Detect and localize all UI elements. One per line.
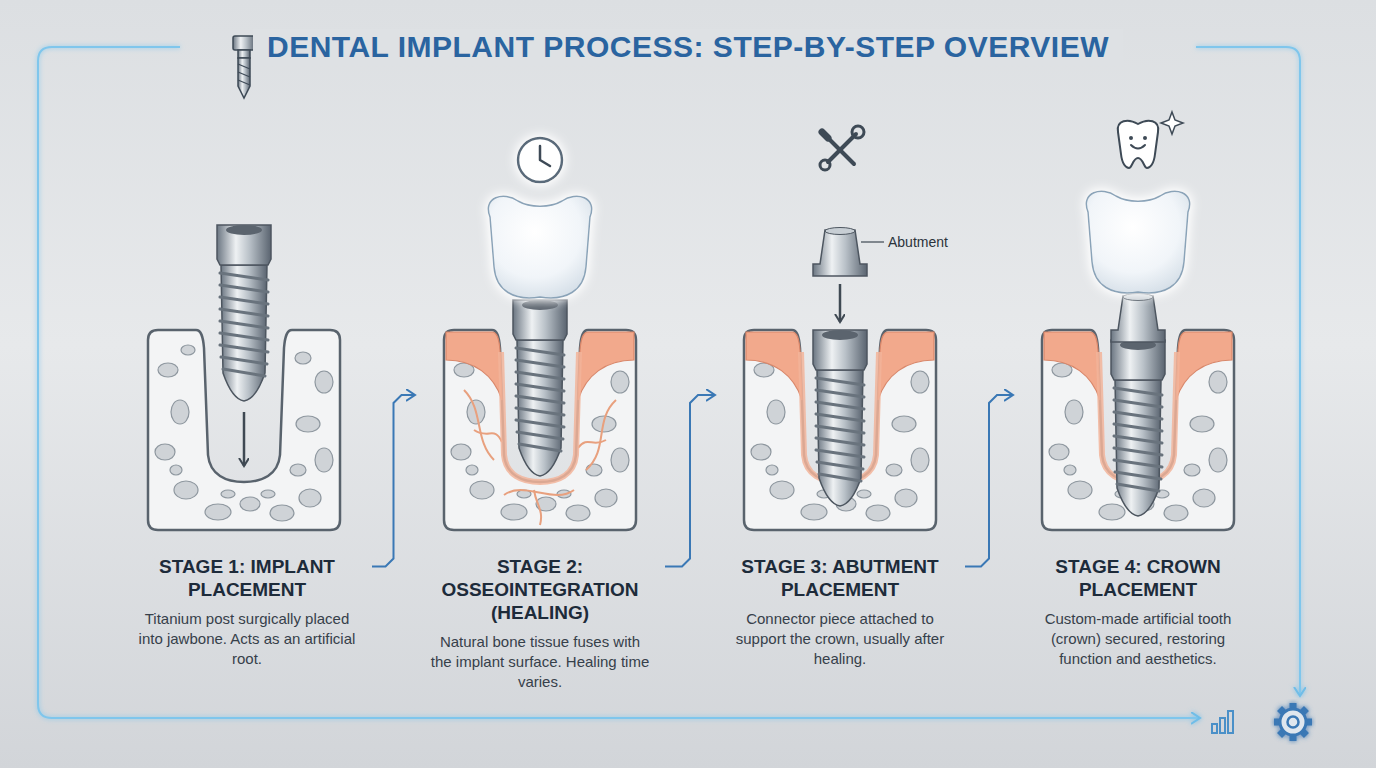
tools-icon xyxy=(820,160,830,170)
bar-chart-icon xyxy=(1212,724,1217,733)
clock-icon xyxy=(540,146,550,166)
drill-icon xyxy=(233,36,255,98)
stage-column: STAGE 4: CROWN PLACEMENT Custom-made arti… xyxy=(1013,80,1263,669)
happy-tooth-icon xyxy=(1118,121,1158,168)
implant-post xyxy=(513,300,567,476)
stage-two-illustration xyxy=(444,138,636,530)
stage-column: STAGE 3: ABUTMENT PLACEMENT Connector pie… xyxy=(715,80,965,669)
implant-post xyxy=(217,225,271,401)
tools-icon xyxy=(852,126,864,138)
connector-arrow xyxy=(372,395,415,567)
drill-icon xyxy=(238,64,250,85)
leader-line xyxy=(861,241,884,242)
connector-arrow xyxy=(965,395,1013,567)
outer-frame xyxy=(38,47,1200,718)
stage-heading: STAGE 4: CROWN PLACEMENT xyxy=(1013,555,1263,601)
happy-tooth-icon xyxy=(1131,145,1145,149)
illustration-slot xyxy=(715,80,965,555)
implant-post xyxy=(813,330,867,506)
stage-heading: STAGE 2: OSSEOINTEGRATION (HEALING) xyxy=(415,555,665,624)
happy-tooth-icon xyxy=(1129,136,1133,140)
connector-group xyxy=(372,395,1013,567)
bar-chart-icon xyxy=(1212,711,1233,733)
gear-icon xyxy=(1288,717,1299,728)
bar-chart-icon xyxy=(1228,711,1233,733)
stage-three-illustration xyxy=(744,126,936,530)
label-holder: Abutment xyxy=(888,233,948,251)
gear-icon xyxy=(1274,703,1312,741)
tools-icon xyxy=(820,126,864,170)
bone-fusion-fibers xyxy=(474,430,502,442)
tools-icon xyxy=(822,132,828,138)
diagram-title: DENTAL IMPLANT PROCESS: STEP-BY-STEP OVE… xyxy=(253,29,1123,65)
jawbone-block xyxy=(1042,330,1234,530)
insertion-arrow xyxy=(243,412,246,466)
stage-column: STAGE 1: IMPLANT PLACEMENT Titanium post … xyxy=(122,80,372,669)
title-bar: DENTAL IMPLANT PROCESS: STEP-BY-STEP OVE… xyxy=(0,29,1376,65)
stage-one-illustration xyxy=(148,36,340,530)
stage-heading: STAGE 1: IMPLANT PLACEMENT xyxy=(122,555,372,601)
happy-tooth-icon xyxy=(1143,136,1147,140)
stage-description: Connector piece attached to support the … xyxy=(730,609,950,669)
drill-icon xyxy=(233,36,255,50)
part-label: Abutment xyxy=(888,233,948,251)
tools-icon xyxy=(828,134,856,162)
drill-icon xyxy=(238,58,250,98)
stage-description: Custom-made artificial tooth (crown) sec… xyxy=(1028,609,1248,669)
crown-tooth xyxy=(488,196,591,298)
bone-fusion-fibers xyxy=(534,490,541,525)
implant-post xyxy=(1111,340,1165,516)
insertion-arrow xyxy=(839,284,842,322)
stage-heading: STAGE 3: ABUTMENT PLACEMENT xyxy=(715,555,965,601)
illustration-slot xyxy=(415,80,665,555)
illustration-slot xyxy=(122,80,372,555)
outer-frame xyxy=(38,47,1300,718)
bone-fusion-fibers xyxy=(504,490,574,495)
gear-icon xyxy=(1280,709,1306,735)
stage-column: STAGE 2: OSSEOINTEGRATION (HEALING) Natur… xyxy=(415,80,665,692)
illustration-slot xyxy=(1013,80,1263,555)
happy-tooth-icon xyxy=(1118,121,1158,168)
clock-icon xyxy=(518,138,562,182)
abutment-piece xyxy=(813,228,867,277)
stage-four-illustration xyxy=(1042,112,1234,530)
sparkle-icon xyxy=(1161,112,1183,134)
drill-icon xyxy=(238,50,250,58)
abutment-piece xyxy=(1111,294,1165,343)
stage-description: Natural bone tissue fuses with the impla… xyxy=(430,632,650,692)
jawbone-block xyxy=(744,330,936,530)
bar-chart-icon xyxy=(1220,718,1225,733)
stage-description: Titanium post surgically placed into jaw… xyxy=(137,609,357,669)
clock-icon xyxy=(518,138,562,182)
bone-fusion-fibers xyxy=(586,400,616,470)
bone-fusion-fibers xyxy=(578,440,606,448)
connector-arrow xyxy=(665,395,715,567)
crown-tooth xyxy=(1086,191,1189,293)
gear-icon xyxy=(1274,703,1312,741)
bone-fusion-fibers xyxy=(464,390,494,460)
